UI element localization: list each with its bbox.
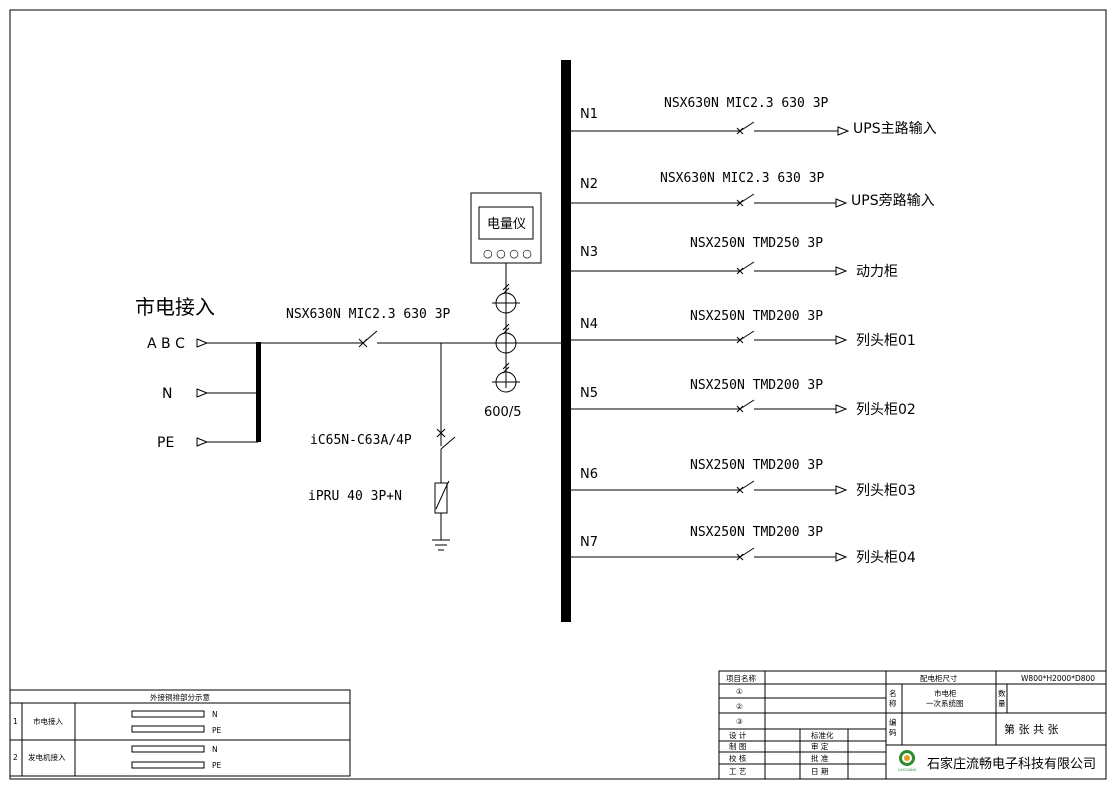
terminal-arrow-pe <box>196 437 209 447</box>
feeder-n5: N5 NSX250N TMD200 3P 列头柜02 <box>571 378 916 418</box>
feeder-load-label: 列头柜03 <box>856 483 916 499</box>
legend-row-label: 发电机接入 <box>28 752 66 762</box>
legend-row-no: 2 <box>13 753 18 762</box>
phase-label-pe: PE <box>157 435 174 451</box>
project-name-label: 项目名称 <box>726 673 756 683</box>
feeder-n6: N6 NSX250N TMD200 3P 列头柜03 <box>571 458 916 499</box>
incoming-busbar <box>256 342 261 442</box>
feeder-breaker-label: NSX630N MIC2.3 630 3P <box>660 171 825 186</box>
company-logo: LIUCHANG <box>898 750 917 772</box>
drawing-frame <box>9 9 1107 780</box>
feeder-n7: N7 NSX250N TMD200 3P 列头柜04 <box>571 525 916 566</box>
role-date: 日 期 <box>811 767 828 776</box>
circle-3: ③ <box>736 717 743 726</box>
qty-label-2: 量 <box>998 699 1006 708</box>
ct-ratio-label: 600/5 <box>484 405 521 420</box>
legend-bar-label: N <box>212 745 218 754</box>
feeder-arrow <box>835 198 848 208</box>
name-label-1: 名 <box>889 688 897 698</box>
feeder-n4: N4 NSX250N TMD200 3P 列头柜01 <box>571 309 916 349</box>
feeder-arrow <box>835 266 848 276</box>
main-breaker-label: NSX630N MIC2.3 630 3P <box>286 307 451 322</box>
spd-branch: iC65N-C63A/4P iPRU 40 3P+N <box>308 343 456 551</box>
legend-bar-label: PE <box>212 761 222 770</box>
feeder-arrow <box>835 335 848 345</box>
role-approve: 批 准 <box>811 753 829 763</box>
phase-label-n: N <box>162 386 172 402</box>
feeder-id: N1 <box>580 107 598 122</box>
cabinet-size-label: 配电柜尺寸 <box>920 673 958 683</box>
feeder-breaker-label: NSX250N TMD200 3P <box>690 378 823 393</box>
feeder-load-label: 列头柜01 <box>856 333 916 349</box>
code-label-2: 码 <box>889 728 897 737</box>
drawing-name-1: 市电柜 <box>934 688 957 698</box>
spd-breaker-x <box>436 428 446 438</box>
feeder-load-label: 列头柜02 <box>856 402 916 418</box>
legend-title: 外接铜排部分示意 <box>150 692 210 702</box>
company-name: 石家庄流畅电子科技有限公司 <box>927 756 1096 772</box>
role-standard: 标准化 <box>811 730 834 740</box>
spd-breaker-label: iC65N-C63A/4P <box>310 433 412 448</box>
logo-text: LIUCHANG <box>898 768 917 772</box>
legend-bar-label: N <box>212 710 218 719</box>
feeder-n3: N3 NSX250N TMD250 3P 动力柜 <box>571 236 898 280</box>
cabinet-size: W800*H2000*D800 <box>1021 674 1095 683</box>
code-label-1: 编 <box>889 717 897 727</box>
drawing-name-2: 一次系统图 <box>926 698 964 708</box>
feeder-breaker-label: NSX630N MIC2.3 630 3P <box>664 96 829 111</box>
role-drafting: 制 图 <box>729 741 746 751</box>
feeder-n2: N2 NSX630N MIC2.3 630 3P UPS旁路输入 <box>571 171 935 209</box>
meter-dots: ○ ○ ○ ○ <box>483 247 532 260</box>
phase-label-abc: A B C <box>147 336 185 352</box>
feeder-load-label: 动力柜 <box>856 264 898 280</box>
role-design: 设 计 <box>729 730 747 740</box>
spd-label: iPRU 40 3P+N <box>308 489 402 504</box>
terminal-arrow-n <box>196 388 209 398</box>
terminal-arrow-abc <box>196 338 209 348</box>
legend-row-label: 市电接入 <box>33 716 63 726</box>
feeder-load-label: UPS主路输入 <box>853 121 937 137</box>
circle-2: ② <box>736 702 743 711</box>
sheet-text: 第 张 共 张 <box>1004 722 1059 736</box>
feeder-load-label: 列头柜04 <box>856 550 916 566</box>
current-transformers: 600/5 <box>484 283 521 420</box>
role-process: 工 艺 <box>729 767 746 776</box>
ground-symbol <box>432 539 450 551</box>
feeder-id: N4 <box>580 317 598 332</box>
feeder-breaker-label: NSX250N TMD250 3P <box>690 236 823 251</box>
role-review: 审 定 <box>811 741 829 751</box>
title-block: 项目名称 ① ② ③ 设 计 制 图 校 核 工 艺 标准化 审 定 批 准 日… <box>718 670 1107 780</box>
feeder-id: N6 <box>580 467 598 482</box>
name-label-2: 称 <box>889 698 897 708</box>
feeder-id: N2 <box>580 177 598 192</box>
role-check: 校 核 <box>729 753 747 763</box>
feeder-arrow <box>835 404 848 414</box>
feeder-breaker-label: NSX250N TMD200 3P <box>690 309 823 324</box>
feeder-arrow <box>835 552 848 562</box>
feeder-load-label: UPS旁路输入 <box>851 192 935 209</box>
main-incoming-line: NSX630N MIC2.3 630 3P <box>261 307 563 348</box>
meter-label: 电量仪 <box>487 217 526 232</box>
qty-label-1: 数 <box>998 688 1006 698</box>
feeder-id: N5 <box>580 386 598 401</box>
power-meter: 电量仪 ○ ○ ○ ○ <box>470 192 542 388</box>
feeder-arrow <box>835 485 848 495</box>
phase-inputs: A B C N PE <box>147 336 261 451</box>
feeder-id: N7 <box>580 535 598 550</box>
busbar-legend: 外接铜排部分示意 1 市电接入 N PE 2 发电机接入 N PE <box>9 689 351 777</box>
feeder-breaker-label: NSX250N TMD200 3P <box>690 458 823 473</box>
legend-bar-label: PE <box>212 726 222 735</box>
circle-1: ① <box>736 687 743 696</box>
feeder-n1: N1 NSX630N MIC2.3 630 3P UPS主路输入 <box>571 96 937 137</box>
source-title: 市电接入 <box>135 295 215 319</box>
legend-row-no: 1 <box>13 717 18 726</box>
feeder-breaker-label: NSX250N TMD200 3P <box>690 525 823 540</box>
feeder-id: N3 <box>580 245 598 260</box>
main-busbar <box>561 60 571 622</box>
feeder-arrow <box>837 126 850 136</box>
